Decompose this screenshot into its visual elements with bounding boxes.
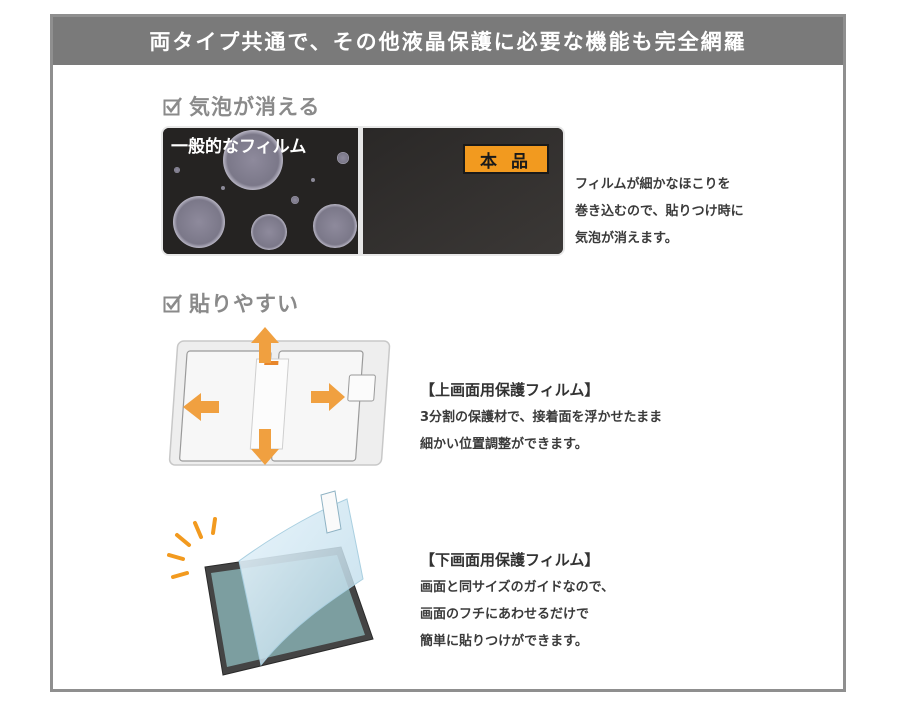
lower-film-description: 【下画面用保護フィルム】 画面と同サイズのガイドなので、 画面のフチにあわせるだ… bbox=[420, 547, 614, 655]
lower-film-title: 【下画面用保護フィルム】 bbox=[420, 551, 600, 569]
bubbles-line-3: 気泡が消えます。 bbox=[575, 231, 678, 246]
feature-panel: 両タイプ共通で、その他液晶保護に必要な機能も完全網羅 気泡が消える bbox=[50, 14, 846, 692]
upper-film-line-1: 3分割の保護材で、接着面を浮かせたまま bbox=[420, 410, 663, 425]
banner-title: 両タイプ共通で、その他液晶保護に必要な機能も完全網羅 bbox=[53, 17, 843, 65]
upper-film-illustration bbox=[168, 327, 391, 466]
heading-easy: 貼りやすい bbox=[163, 288, 299, 318]
heading-bubbles: 気泡が消える bbox=[163, 91, 320, 121]
lower-film-illustration bbox=[167, 490, 374, 676]
checkbox-check-icon bbox=[163, 294, 183, 313]
label-general-film: 一般的なフィルム bbox=[171, 137, 307, 157]
heading-easy-text: 貼りやすい bbox=[189, 292, 299, 316]
bubbles-line-1: フィルムが細かなほこりを bbox=[575, 177, 731, 192]
upper-film-title: 【上画面用保護フィルム】 bbox=[420, 381, 600, 399]
lower-film-line-3: 簡単に貼りつけができます。 bbox=[420, 634, 588, 649]
checkbox-check-icon bbox=[163, 97, 183, 116]
bubbles-description: フィルムが細かなほこりを 巻き込むので、貼りつけ時に 気泡が消えます。 bbox=[575, 171, 744, 252]
lower-film-line-2: 画面のフチにあわせるだけで bbox=[420, 607, 590, 622]
heading-bubbles-text: 気泡が消える bbox=[189, 95, 321, 119]
upper-film-description: 【上画面用保護フィルム】 3分割の保護材で、接着面を浮かせたまま 細かい位置調整… bbox=[420, 377, 662, 458]
bubbles-line-2: 巻き込むので、貼りつけ時に bbox=[575, 204, 744, 219]
upper-film-line-2: 細かい位置調整ができます。 bbox=[420, 437, 588, 452]
lower-film-line-1: 画面と同サイズのガイドなので、 bbox=[420, 580, 615, 595]
label-product-badge: 本 品 bbox=[463, 144, 549, 174]
bubble-comparison-image: 一般的なフィルム 本 品 bbox=[163, 128, 563, 254]
